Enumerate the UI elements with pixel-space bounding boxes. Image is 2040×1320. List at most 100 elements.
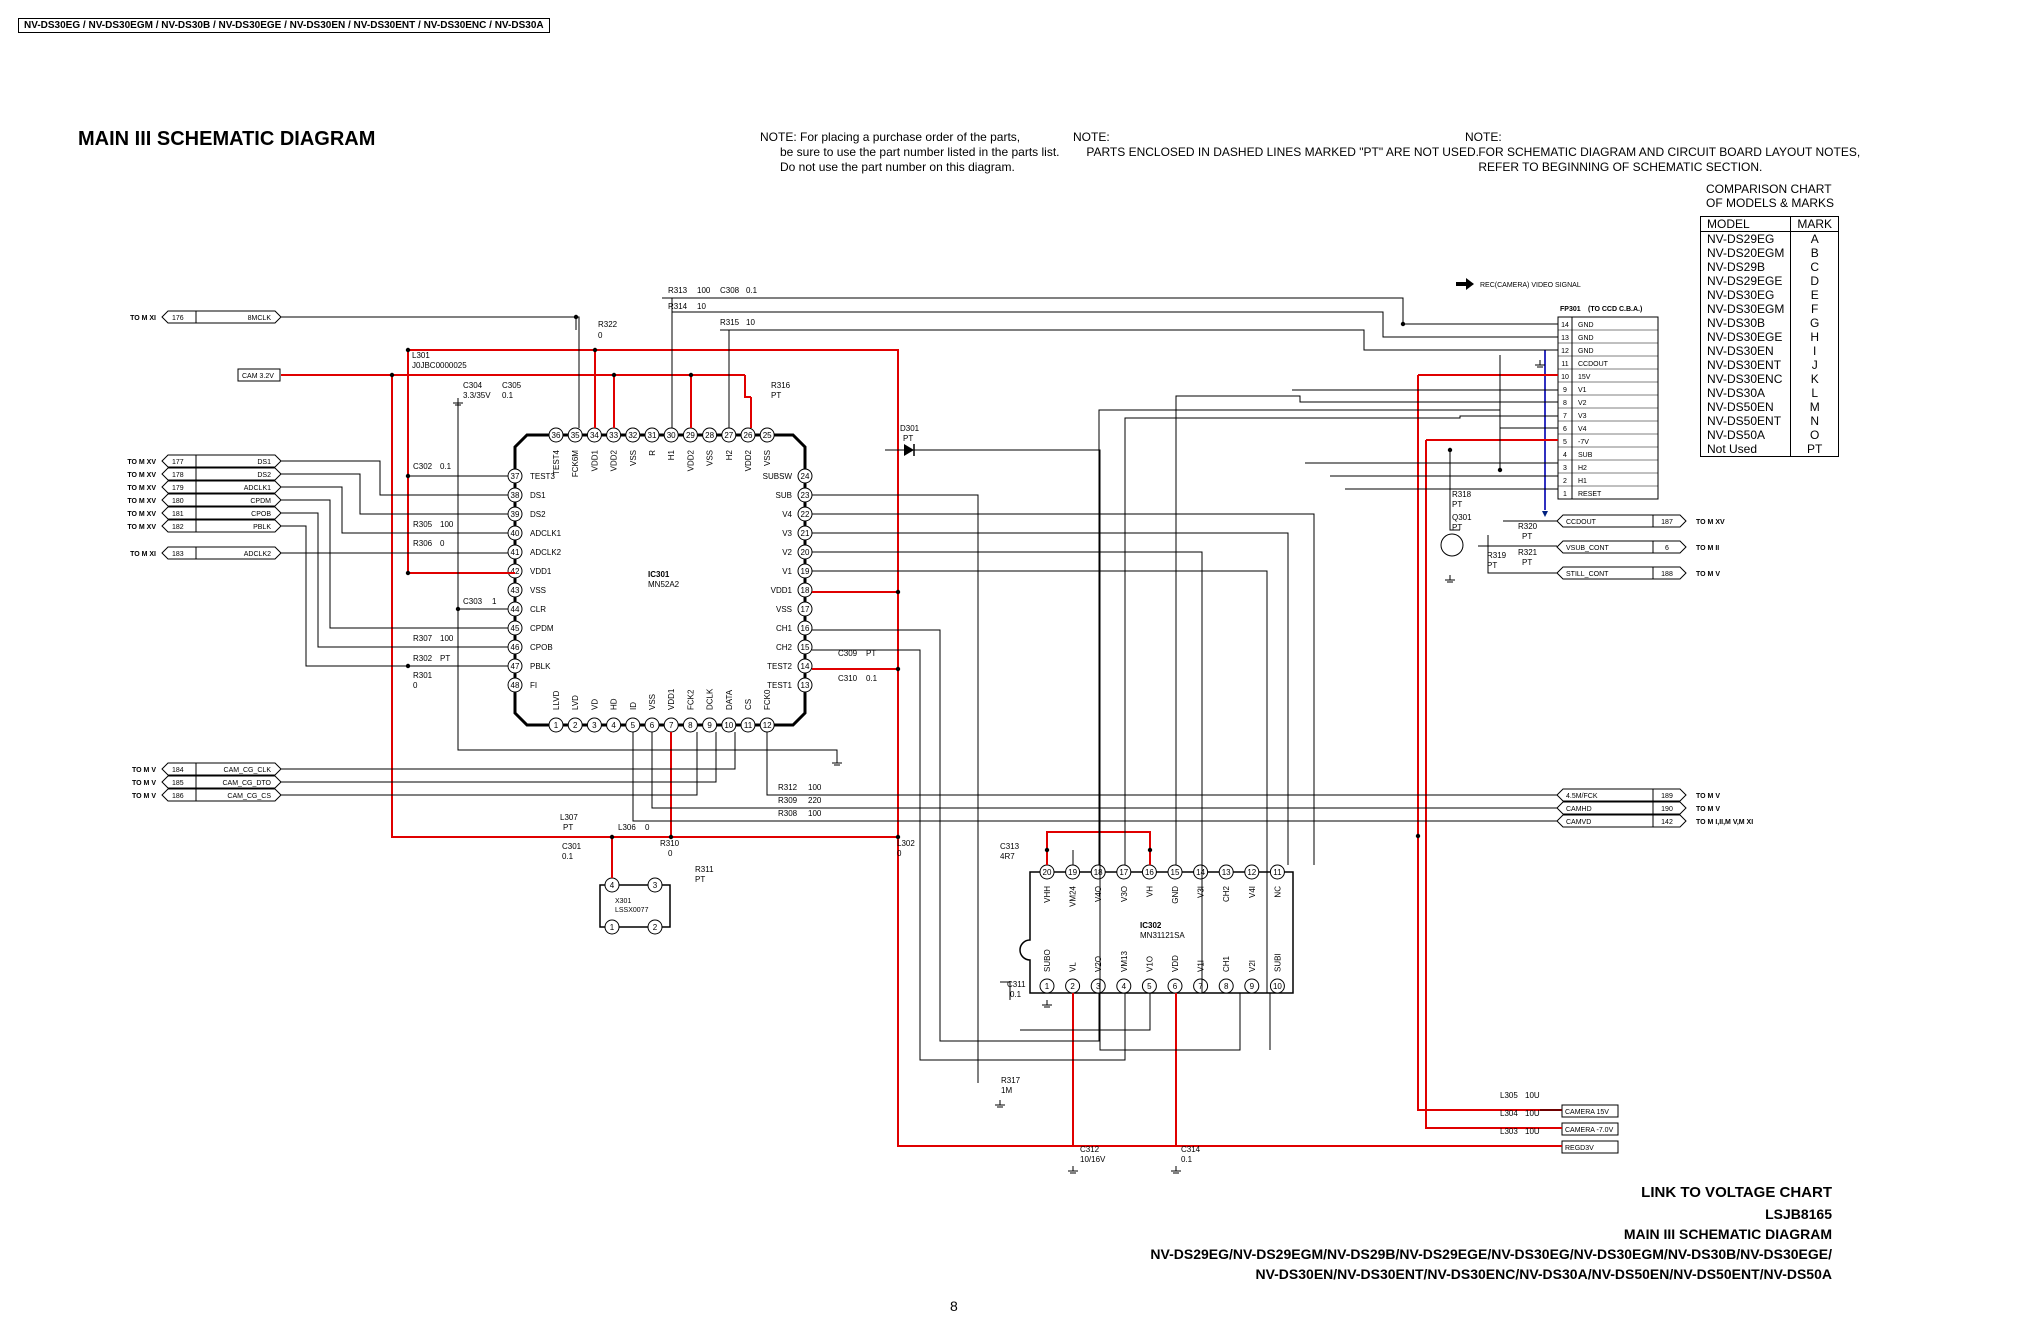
ic302-vh <box>1175 395 1558 865</box>
d301-wire <box>885 449 1241 1051</box>
model-name: NV-DS50ENT <box>1699 414 1792 428</box>
ic301-pin-name: SUBSW <box>763 472 793 481</box>
junction-dot <box>895 589 901 595</box>
fp301-pin-signal: V3 <box>1578 413 1587 420</box>
pin-number: 2 <box>1070 982 1075 991</box>
ic301-pin-name: CPOB <box>530 643 553 652</box>
model-name: Not Used <box>1699 442 1792 457</box>
component-label: R318 <box>1452 490 1472 499</box>
component-label: R302 <box>413 654 433 663</box>
pin-number: 17 <box>801 605 810 614</box>
left-connector-signal: CAM_CG_DTO <box>223 780 272 787</box>
vd-wire <box>632 732 1557 822</box>
ic301-pin-15 <box>797 639 813 655</box>
left-connector-pin: 183 <box>172 551 184 558</box>
junction-dot <box>895 834 901 840</box>
component-label: L303 <box>1500 1127 1518 1136</box>
junction-dot <box>573 314 579 320</box>
left-connector <box>161 493 282 507</box>
right-connector-dest: TO M I,II,M V,M XI <box>1696 819 1753 826</box>
model-mark: M <box>1790 400 1840 414</box>
ic302-pin-name: V3O <box>1120 886 1129 902</box>
left-connector <box>161 310 282 324</box>
component-label: 0.1 <box>746 286 758 295</box>
pin-number: 42 <box>511 567 520 576</box>
fp301-pin-signal: RESET <box>1578 491 1602 498</box>
component-label: C311 <box>1007 980 1026 989</box>
pin-number: 8 <box>688 721 693 730</box>
ic301-pin-3 <box>586 717 602 733</box>
model-mark: N <box>1790 414 1840 428</box>
fp301-ref: FP301 <box>1560 306 1581 313</box>
component-label: R321 <box>1518 548 1538 557</box>
pblk-wire <box>281 525 508 667</box>
model-name: NV-DS29B <box>1699 260 1792 274</box>
left-connector-dest: TO M XI <box>130 315 156 322</box>
voltage-chart-link[interactable]: LINK TO VOLTAGE CHART <box>1641 1184 1832 1201</box>
left-connector-dest: TO M XI <box>130 551 156 558</box>
ic301-pin-name: SUB <box>776 491 792 500</box>
camera-15v <box>1417 375 1562 1111</box>
left-connector-pin: 186 <box>172 793 184 800</box>
left-connector <box>161 467 282 481</box>
x301-pin <box>647 919 663 935</box>
junction-dot <box>405 570 411 576</box>
pin-number: 46 <box>511 643 520 652</box>
left-connector-dest: TO M V <box>132 793 156 800</box>
ic301-pin-11 <box>740 717 756 733</box>
pin-number: 12 <box>1247 868 1256 877</box>
model-mark: K <box>1790 372 1840 386</box>
pin-number: 4 <box>1122 982 1127 991</box>
component-label: C314 <box>1181 1145 1201 1154</box>
ic301-pin-name: FCK2 <box>686 689 695 710</box>
pin-number: 11 <box>744 721 753 730</box>
ground-symbol <box>1535 360 1545 368</box>
ic302-pin-9 <box>1244 978 1260 994</box>
component-label: 100 <box>440 520 454 529</box>
pin-number: 12 <box>763 721 772 730</box>
ic302-pin-11 <box>1269 864 1285 880</box>
ic302-pin-name: VHH <box>1043 886 1052 903</box>
ic301-pin-name: DATA <box>725 689 734 710</box>
ic302-pin-name: NC <box>1273 886 1282 898</box>
left-power-loop <box>391 375 898 838</box>
fp301-pin-number: 3 <box>1563 465 1567 472</box>
junction-dot <box>389 372 395 378</box>
pin-number: 2 <box>573 721 578 730</box>
model-mark: A <box>1790 231 1840 246</box>
pin-number: 10 <box>724 721 733 730</box>
pin-number: 33 <box>609 431 618 440</box>
left-connector-dest: TO M V <box>132 780 156 787</box>
ic301-pin-36 <box>548 427 564 443</box>
left-connector-pin: 178 <box>172 472 184 479</box>
right-connector-signal: STILL_CONT <box>1566 571 1609 578</box>
ic302-body <box>1019 871 1294 994</box>
ic302-pin-name: VL <box>1069 962 1078 972</box>
ic301-pin-18 <box>797 582 813 598</box>
fp301-pin-number: 11 <box>1561 361 1568 368</box>
pin-number: 35 <box>571 431 580 440</box>
right-connector-dest: TO M II <box>1696 545 1719 552</box>
fck-wire <box>766 732 1557 796</box>
ic302-pin-7 <box>1193 978 1209 994</box>
component-label: C308 <box>720 286 740 295</box>
right-connector-pin: 6 <box>1665 545 1669 552</box>
component-label: R315 <box>720 318 740 327</box>
ic301-pin-name: LLVD <box>552 690 561 710</box>
footer-doc-number: LSJB8165 <box>1765 1206 1832 1222</box>
pin-number: 6 <box>650 721 655 730</box>
ic301-pin-name: VSS <box>530 586 546 595</box>
component-label: R310 <box>660 839 680 848</box>
pin-number: 24 <box>801 472 810 481</box>
model-mark: D <box>1790 274 1840 288</box>
ic301-pin-name: H2 <box>725 449 734 460</box>
pin-number: 5 <box>1147 982 1152 991</box>
ic302-pin-1 <box>1039 978 1055 994</box>
left-connector-dest: TO M XV <box>127 511 156 518</box>
footer-title: MAIN III SCHEMATIC DIAGRAM <box>1623 1226 1832 1242</box>
model-name: NV-DS30A <box>1699 386 1792 400</box>
